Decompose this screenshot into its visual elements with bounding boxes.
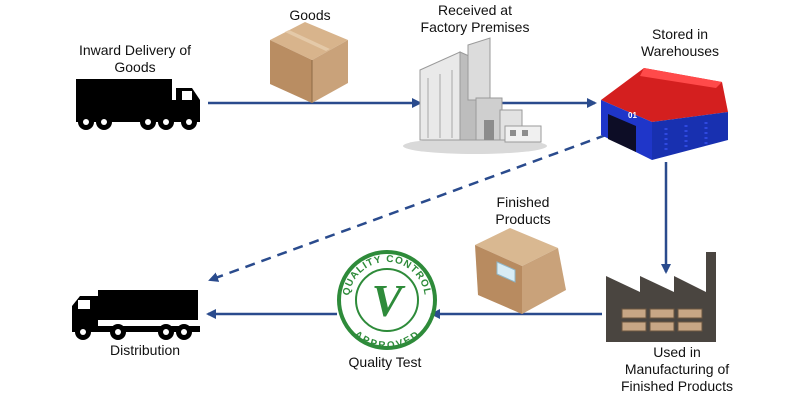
inward-delivery-line-2: Goods (114, 59, 156, 75)
factory-building-icon (403, 37, 547, 154)
warehouse-number: 01 (628, 111, 637, 120)
distribution-text: Distribution (109, 342, 181, 358)
goods-box-icon (270, 22, 348, 103)
stored-line-2: Warehouses (640, 43, 720, 59)
inward-delivery-label: Inward Delivery of Goods (60, 42, 210, 76)
finished-products-box-icon (475, 228, 566, 314)
stored-label: Stored in Warehouses (620, 26, 740, 60)
used-line-2: Manufacturing of (624, 361, 730, 377)
inbound-truck-icon (76, 79, 200, 130)
finished-products-label: Finished Products (478, 194, 568, 228)
finished-line-1: Finished (496, 194, 550, 210)
goods-label: Goods (270, 7, 350, 24)
received-label: Received at Factory Premises (400, 2, 550, 36)
inward-delivery-line-1: Inward Delivery of (78, 42, 192, 58)
quality-stamp-icon: QUALITY CONTROL APPROVED V (337, 250, 437, 352)
quality-test-label: Quality Test (330, 354, 440, 371)
used-line-1: Used in (653, 344, 701, 360)
finished-line-2: Products (495, 211, 551, 227)
received-line-1: Received at (438, 2, 512, 18)
received-line-2: Factory Premises (420, 19, 530, 35)
used-line-3: Finished Products (620, 378, 734, 394)
distribution-label: Distribution (90, 342, 200, 359)
manufacturing-label: Used in Manufacturing of Finished Produc… (602, 344, 752, 395)
stamp-check-mark: V (372, 275, 406, 326)
distribution-truck-icon (72, 290, 200, 340)
manufacturing-plant-icon (606, 252, 716, 342)
warehouse-icon: 01 (601, 68, 728, 160)
arrow-warehouse-to-distribution-dashed (208, 133, 607, 282)
stored-line-1: Stored in (651, 26, 709, 42)
goods-text: Goods (289, 7, 331, 23)
quality-test-text: Quality Test (348, 354, 422, 370)
